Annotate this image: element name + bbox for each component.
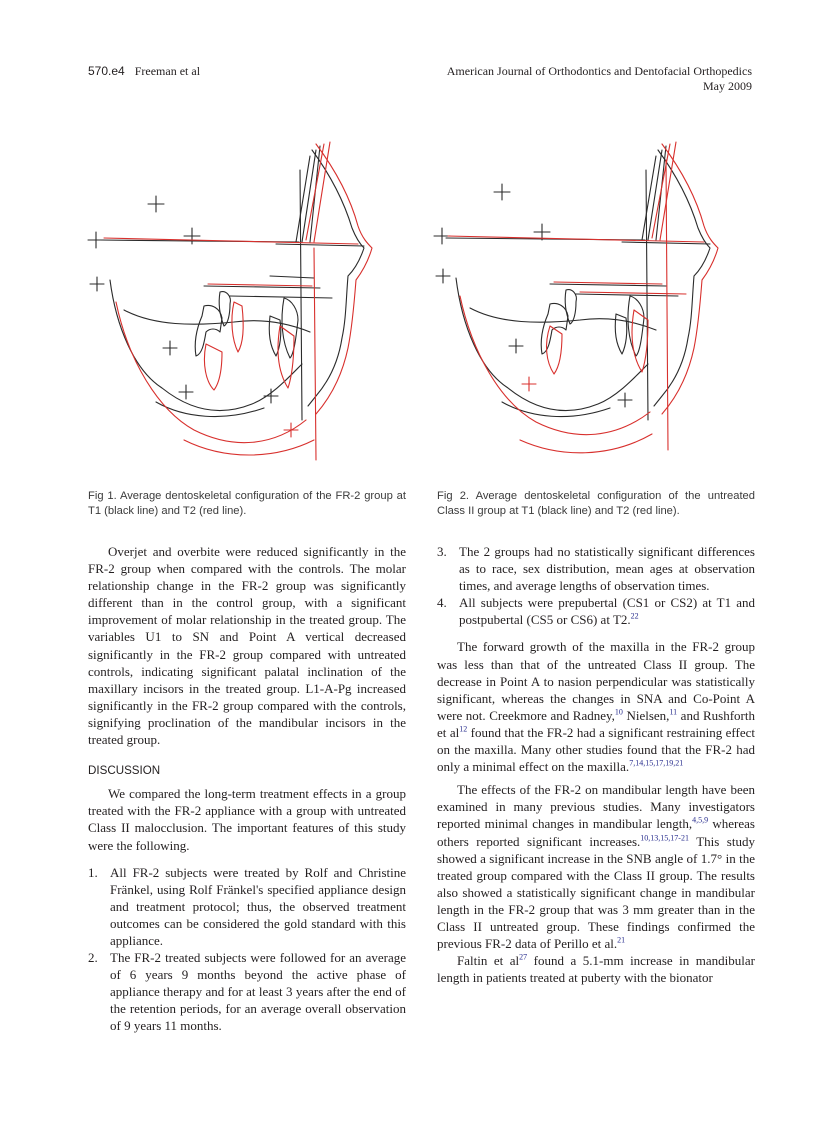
results-paragraph: Overjet and overbite were reduced signif… [88,544,406,748]
list-number: 4. [437,595,447,611]
list-item: 2. The FR-2 treated subjects were follow… [88,949,406,1034]
list-text: The FR-2 treated subjects were followed … [110,950,406,1034]
list-number: 1. [88,864,98,880]
list-text: The 2 groups had no statistically signif… [459,544,755,594]
maxilla-paragraph: The forward growth of the maxilla in the… [437,639,756,775]
citation: 10,13,15,17-21 [640,833,689,843]
journal-name: American Journal of Orthodontics and Den… [446,64,752,78]
running-header-right: American Journal of Orthodontics and Den… [447,64,752,94]
citation: 7,14,15,17,19,21 [629,758,684,768]
citation: 22 [630,612,639,622]
mandible-paragraph: The effects of the FR-2 on mandibular le… [437,782,755,952]
right-column: 3. The 2 groups had no statistically sig… [437,543,755,986]
discussion-heading: DISCUSSION [88,764,161,778]
list-text: All subjects were prepubertal (CS1 or CS… [459,595,755,628]
figure-2-caption: Fig 2. Average dentoskeletal configurati… [437,490,755,517]
left-column: Overjet and overbite were reduced signif… [88,543,406,1035]
author-line: Freeman et al [134,64,201,78]
list-item: 3. The 2 groups had no statistically sig… [437,543,755,594]
citation: 11 [669,707,678,717]
discussion-paragraph: We compared the long-term treatment effe… [88,786,406,853]
list-text: All FR-2 subjects were treated by Rolf a… [110,864,406,948]
figure-2-tracing [430,120,762,472]
issue-date: May 2009 [703,79,752,93]
citation: 10 [614,707,623,717]
citation: 12 [459,724,468,734]
page-number: 570.e4 [88,64,125,78]
list-number: 2. [88,950,98,966]
citation: 27 [519,952,528,962]
citation: 21 [617,935,626,945]
bionator-paragraph: Faltin et al27 found a 5.1-mm increase i… [437,952,755,986]
list-item: 1. All FR-2 subjects were treated by Rol… [88,864,406,949]
figure-1-tracing [84,120,416,472]
list-item: 4. All subjects were prepubertal (CS1 or… [437,594,755,628]
figure-1-caption: Fig 1. Average dentoskeletal configurati… [88,490,406,517]
running-header-left: 570.e4 Freeman et al [88,64,200,79]
list-number: 3. [437,544,447,559]
citation: 4,5,9 [692,816,709,826]
